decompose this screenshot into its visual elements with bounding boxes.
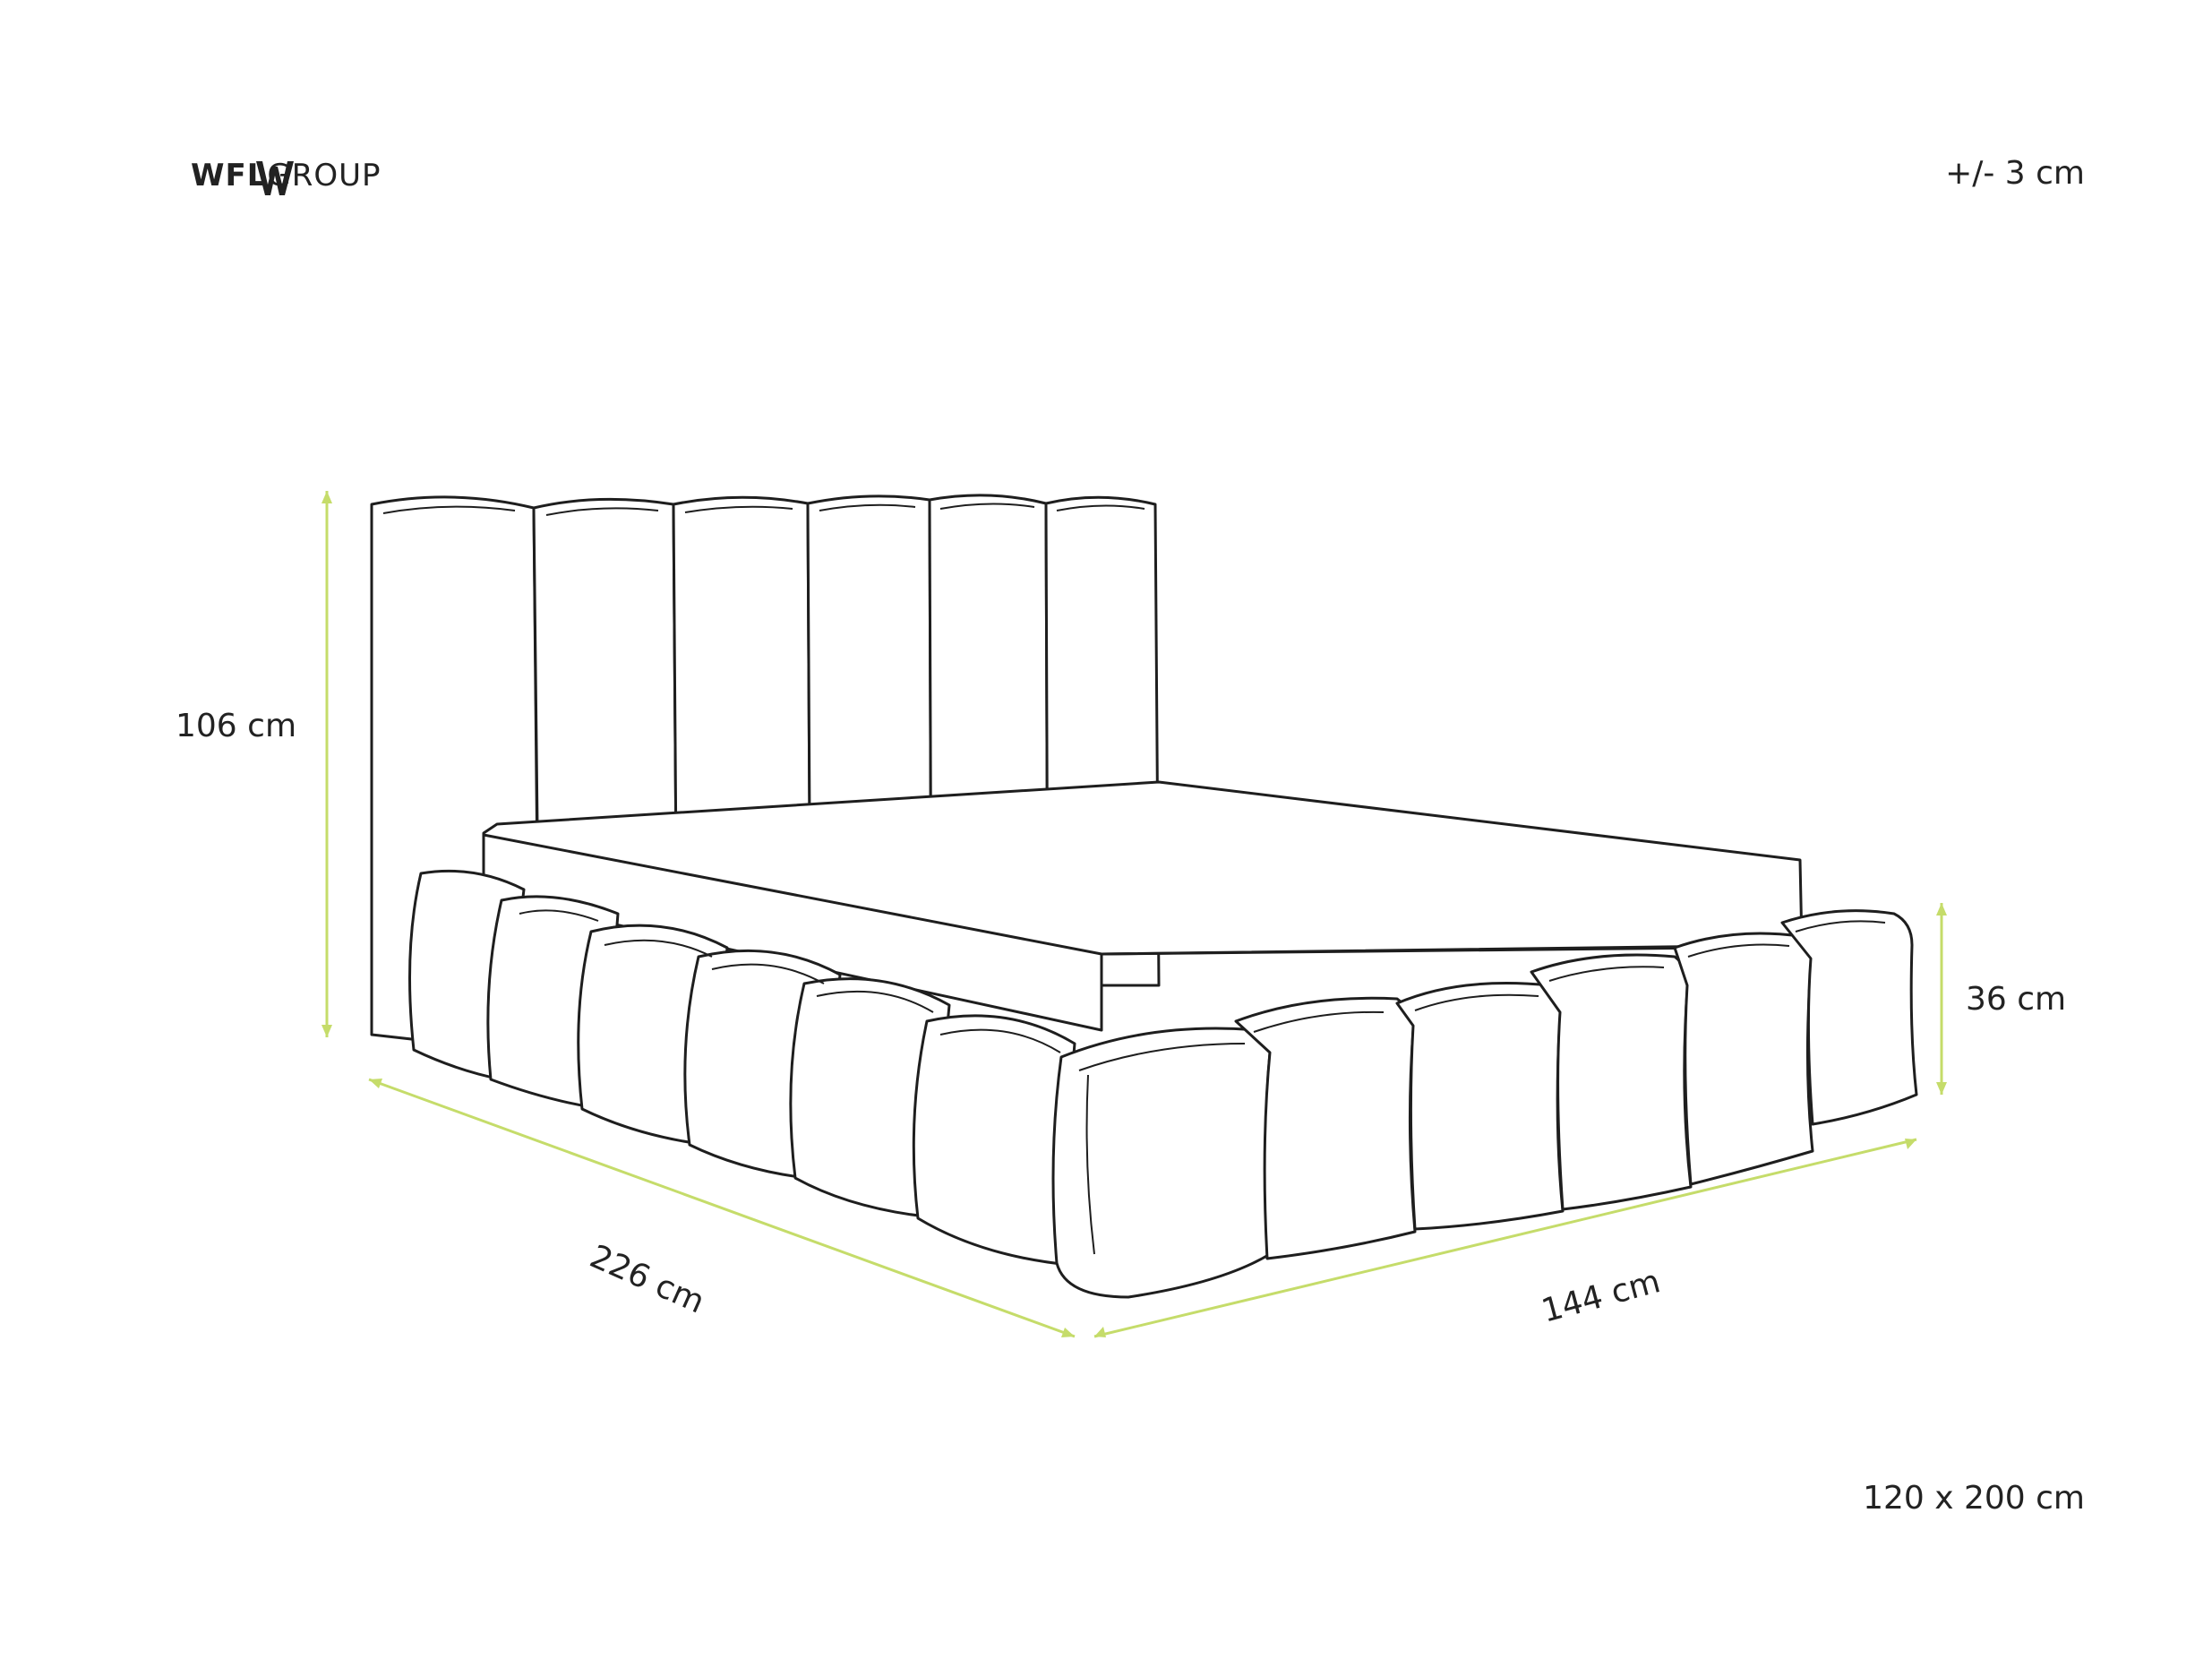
wfl-logo-icon: [256, 161, 294, 195]
dimension-base-height-label: 36 cm: [1966, 981, 2067, 1018]
dimension-height-label: 106 cm: [176, 708, 297, 744]
brand-name: WFLGROUP: [191, 160, 382, 191]
dimension-lines: [325, 491, 1943, 1338]
tolerance-note: +/- 3 cm: [1945, 155, 2085, 192]
mattress-size-note: 120 x 200 cm: [1863, 1480, 2085, 1517]
base-cushions-left: [486, 895, 1076, 1267]
dimension-line-width: [1093, 1138, 1917, 1338]
base-cushions-right: [1234, 909, 1918, 1260]
dimension-line-length: [368, 1078, 1076, 1338]
brand-bold: WFL: [191, 158, 268, 193]
dimension-arrow-heads: [322, 491, 1947, 1337]
bed-outline: [370, 494, 1918, 1299]
brand-regular: GROUP: [267, 158, 382, 193]
